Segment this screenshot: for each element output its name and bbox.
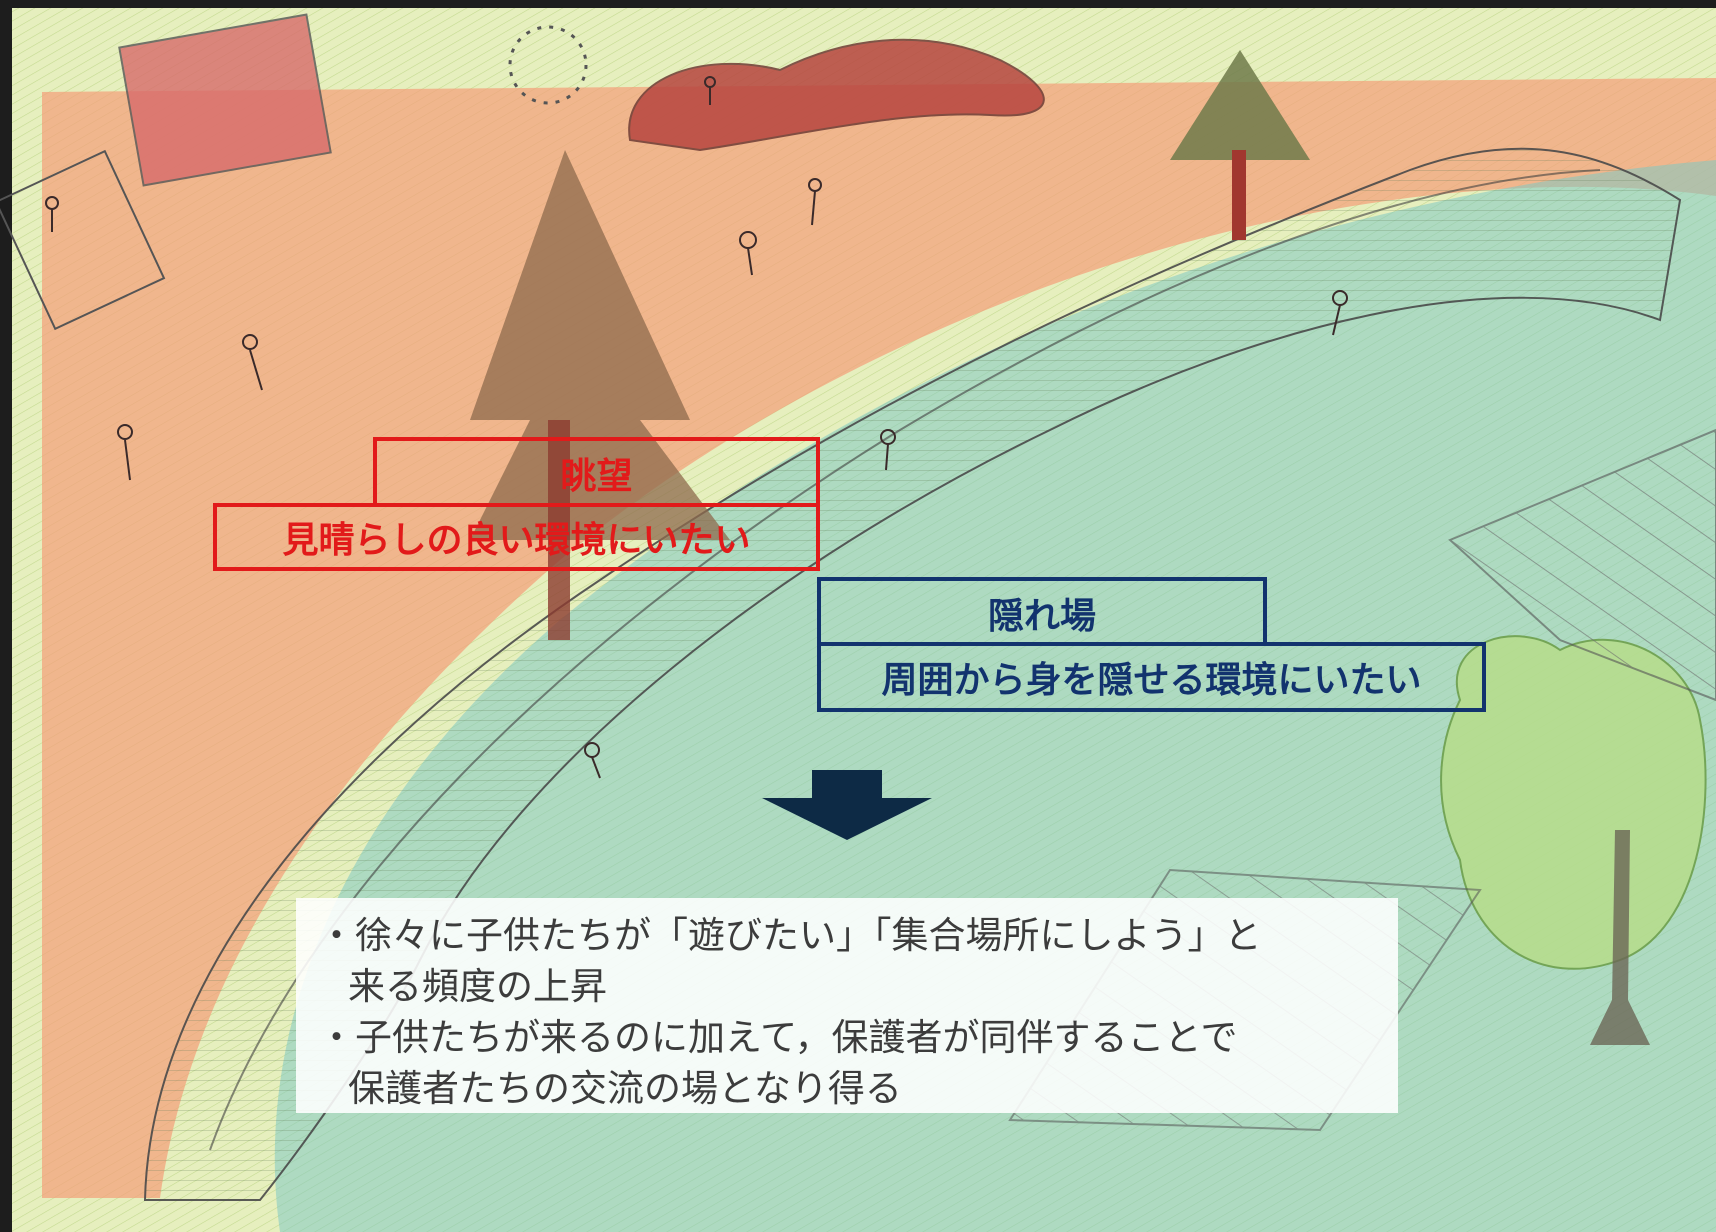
refuge-title-box: 隠れ場 [817,577,1267,644]
deciduous-tree-trunk [1590,830,1650,1045]
swing-frame [118,13,332,187]
dark-border-top [0,0,1716,8]
dark-border-left [0,0,12,1232]
down-arrow-icon [762,770,932,840]
sandbox [0,149,166,331]
conifer-trunk-left [548,420,570,640]
note-line-2: 来る頻度の上昇 [348,965,607,1008]
conifer-tree-left [470,150,730,540]
refuge-description-box: 周囲から身を隠せる環境にいたい [817,642,1486,712]
note-line-3: ・子供たちが来るのに加えて，保護者が同伴することで [318,1016,1238,1059]
fountain [508,25,588,105]
conifer-trunk-right [1232,150,1246,240]
note-line-1: ・徐々に子供たちが「遊びたい」「集合場所にしよう」と [318,914,1262,957]
prospect-title-box: 眺望 [373,437,820,505]
outcome-notes-panel: ・徐々に子供たちが「遊びたい」「集合場所にしよう」と 来る頻度の上昇 ・子供たち… [296,898,1398,1113]
deck-right [1448,428,1716,702]
red-rock [628,38,1045,152]
note-line-4: 保護者たちの交流の場となり得る [348,1067,902,1110]
prospect-zone-overlay [42,78,1716,1198]
prospect-description-box: 見晴らしの良い環境にいたい [213,503,820,571]
conifer-tree-right [1170,50,1310,160]
stick-figures [45,76,1348,779]
deciduous-tree-crown [1440,635,1707,970]
